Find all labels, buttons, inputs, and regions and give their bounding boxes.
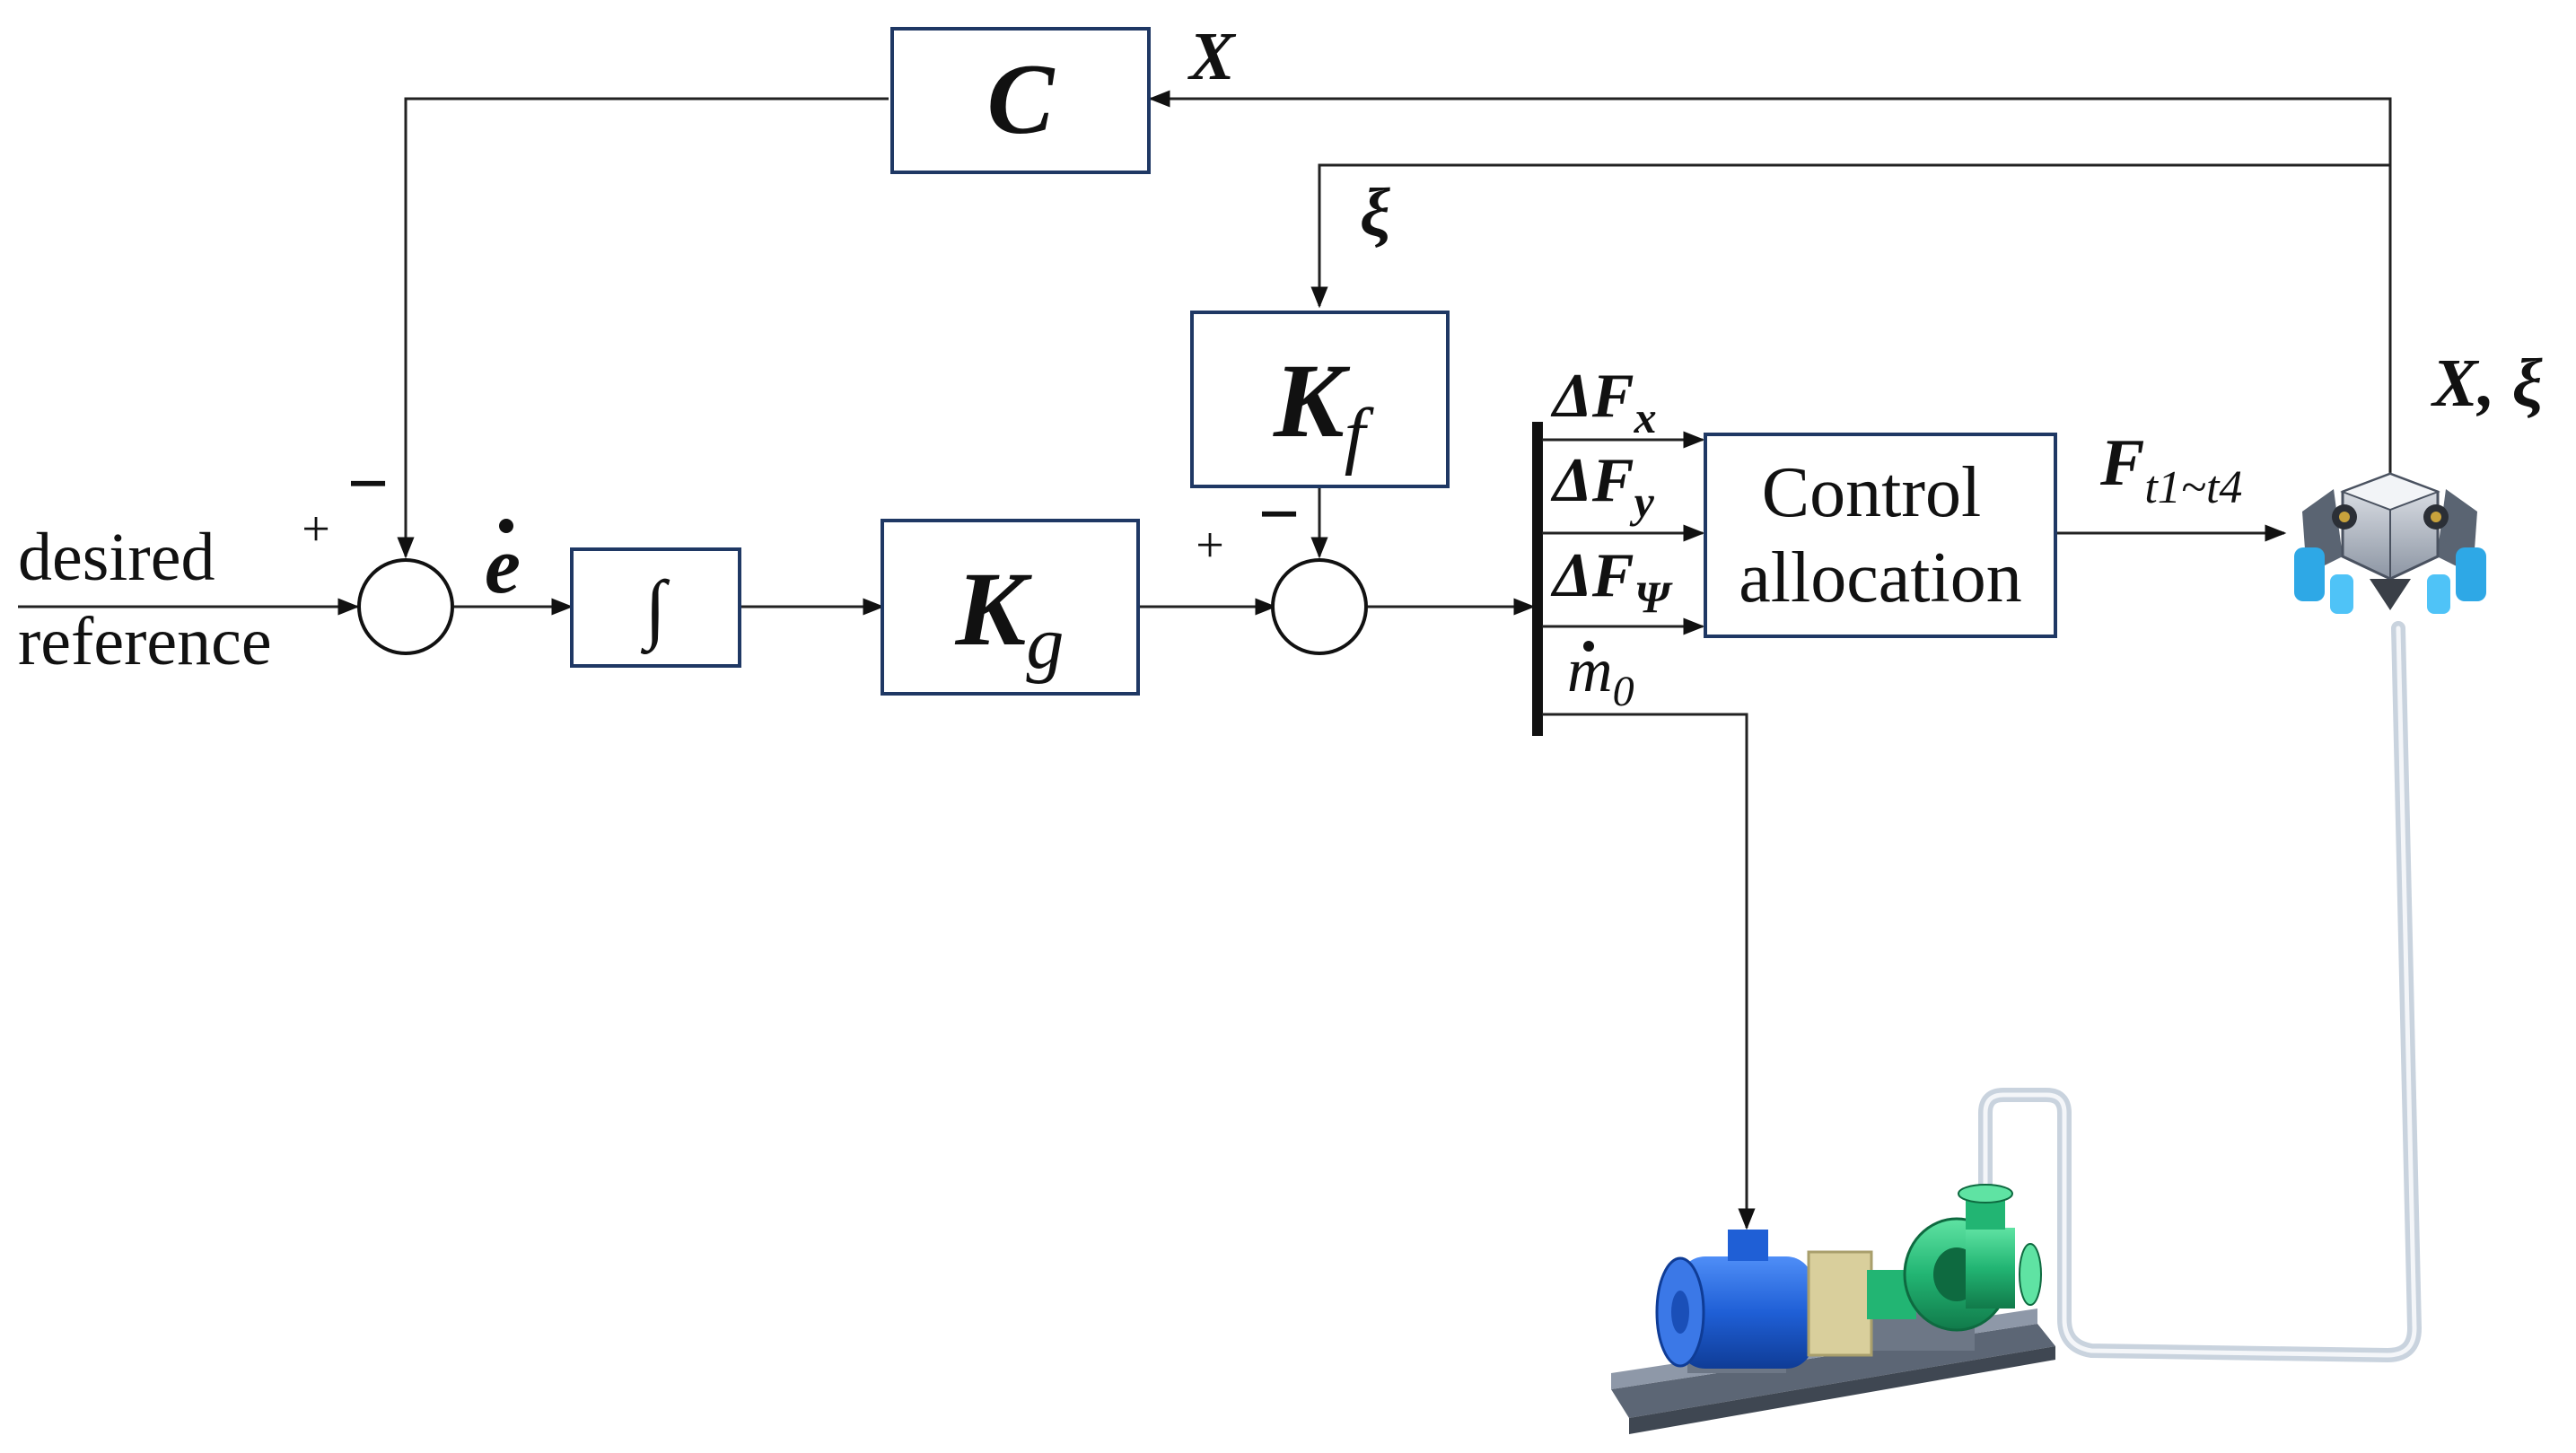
robot-icon [2294, 472, 2486, 614]
summing-junction-1 [357, 558, 454, 655]
force-label: Ft1~t4 [2099, 426, 2242, 513]
sum1-plus-sign: + [302, 502, 330, 557]
input-label: desired reference [18, 520, 272, 679]
pump-icon [1611, 1184, 2055, 1434]
control-allocation-label: Control allocation [1739, 453, 2021, 617]
kg-block: Kg [881, 519, 1140, 696]
xi-feedback-label: ξ [1360, 175, 1390, 250]
dfy-label: ΔFy [1550, 446, 1655, 527]
c-out-wire [397, 97, 889, 559]
kf-block-label: Kf [1273, 342, 1375, 477]
supply-pipe [1978, 621, 2422, 1362]
mdot-wire [1542, 713, 1756, 1230]
svg-text:e: e [485, 521, 521, 610]
dfx-label: ΔFx [1550, 362, 1657, 442]
c-block-label: C [987, 44, 1056, 155]
summing-junction-2 [1271, 558, 1368, 655]
dfpsi-label: ΔFΨ [1550, 541, 1674, 622]
control-allocation-block: Control allocation [1704, 433, 2057, 638]
sum2-plus-sign: + [1196, 518, 1224, 573]
integrator-label: ∫ [640, 565, 670, 655]
supply-pipe-highlight [1983, 626, 2417, 1358]
sum2-minus-sign: − [1258, 473, 1301, 555]
integrator-block: ∫ [570, 547, 741, 668]
sum1-minus-sign: − [347, 442, 390, 524]
kg-block-label: Kg [955, 550, 1065, 685]
c-block: C [890, 27, 1151, 174]
xi-feedback-wire [1310, 163, 2390, 309]
x-feedback-wire [1148, 90, 2392, 483]
x-feedback-label: X [1187, 19, 1237, 94]
x-xi-output-label: X, ξ [2431, 346, 2543, 421]
kf-block: Kf [1190, 311, 1450, 488]
mdot-label: m0 [1567, 636, 1634, 715]
svg-text:m0: m0 [1567, 636, 1634, 715]
e-dot-label: e [485, 519, 521, 610]
